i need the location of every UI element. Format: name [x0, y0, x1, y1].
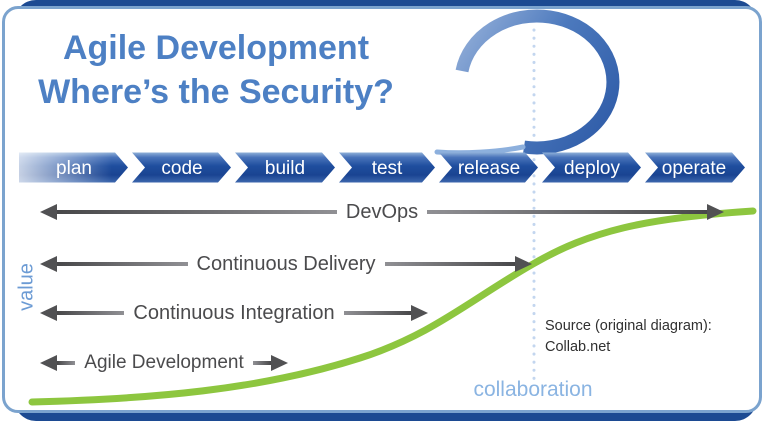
arrow-left-icon — [40, 256, 57, 272]
source-line-2: Collab.net — [545, 339, 611, 355]
continuous-delivery-span-arrow: Continuous Delivery — [40, 252, 533, 275]
stage-label-code: code — [161, 158, 202, 179]
source-note: Source (original diagram): Collab.net — [545, 316, 712, 358]
stage-label-build: build — [265, 158, 305, 179]
pipeline-stage-test: test — [339, 152, 435, 183]
pipeline-stage-plan: plan — [19, 152, 128, 183]
arrow-left-icon — [40, 305, 57, 321]
stage-label-deploy: deploy — [564, 158, 620, 179]
arrow-right-icon — [707, 204, 724, 220]
pipeline-stage-code: code — [132, 152, 231, 183]
pipeline-band: plan code build test release deploy oper… — [19, 152, 745, 183]
source-line-1: Source (original diagram): — [545, 318, 712, 334]
arrow-line — [57, 361, 76, 365]
devops-label: DevOps — [345, 200, 419, 223]
arrow-right-icon — [515, 256, 533, 272]
arrow-left-icon — [40, 355, 57, 371]
title-line-1: Agile Development — [62, 29, 370, 67]
arrow-line — [384, 262, 516, 266]
title-line-2: Where’s the Security? — [38, 73, 394, 111]
continuous-integration-span-arrow: Continuous Integration — [40, 301, 428, 324]
arrow-line — [427, 210, 707, 214]
arrow-line — [57, 210, 337, 214]
pipeline-stage-operate: operate — [645, 152, 745, 183]
stage-label-operate: operate — [662, 158, 726, 179]
arrow-line — [252, 361, 272, 365]
pipeline-stage-deploy: deploy — [542, 152, 641, 183]
stage-label-test: test — [372, 158, 403, 179]
devops-span-arrow: DevOps — [40, 200, 724, 223]
arrow-left-icon — [40, 204, 57, 220]
arrow-line — [57, 311, 125, 315]
value-axis-label: value — [15, 263, 38, 311]
arrow-right-icon — [411, 305, 428, 321]
pipeline-stage-release: release — [439, 152, 538, 183]
page-title: Agile Development Where’s the Security? — [22, 26, 410, 114]
pipeline-stage-build: build — [235, 152, 335, 183]
collaboration-axis-label: collaboration — [473, 378, 593, 401]
continuous-integration-label: Continuous Integration — [133, 301, 335, 324]
agile-development-span-arrow: Agile Development — [40, 352, 289, 373]
arrow-right-icon — [271, 355, 289, 371]
agile-development-label: Agile Development — [84, 352, 244, 373]
stage-label-release: release — [458, 158, 520, 179]
stage-label-plan: plan — [56, 158, 92, 179]
slide-card — [2, 6, 762, 413]
continuous-delivery-label: Continuous Delivery — [196, 252, 376, 275]
arrow-line — [343, 311, 411, 315]
arrow-line — [57, 262, 188, 266]
